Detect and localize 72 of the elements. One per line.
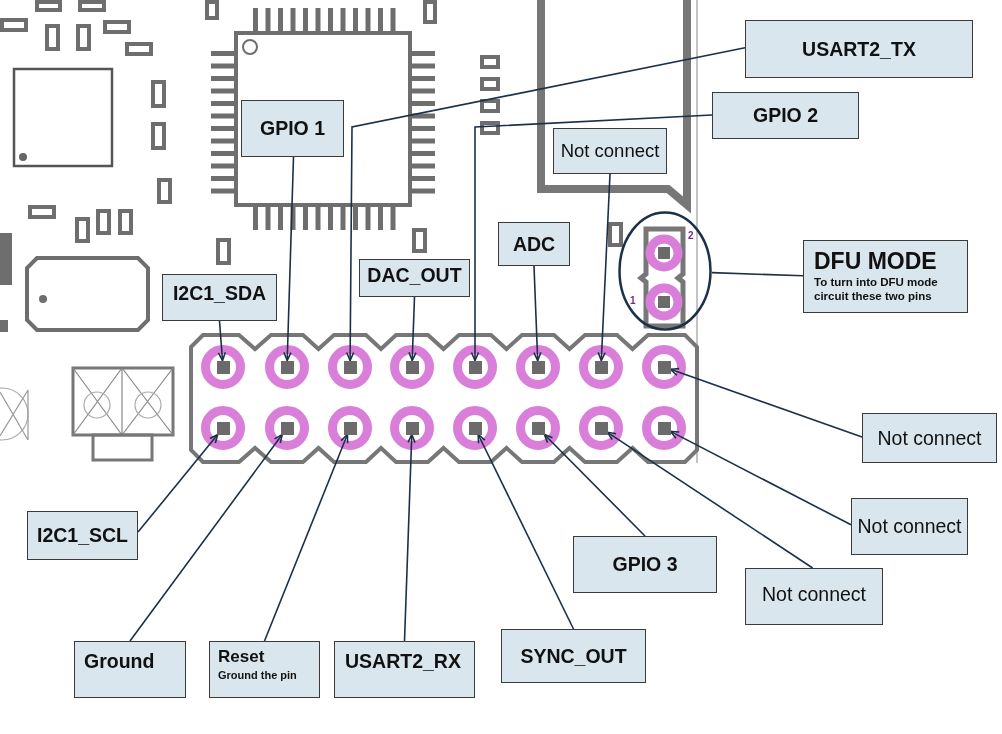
pin-number: 2 (688, 231, 694, 241)
header-pin (531, 360, 545, 374)
pin-label: USART2_TX (802, 37, 916, 61)
header-pin (468, 360, 482, 374)
header-pin (594, 360, 608, 374)
pin-label: I2C1_SDA (172, 282, 267, 305)
header-pin (216, 360, 230, 374)
leader-arrow (669, 367, 863, 438)
header-pin (405, 360, 419, 374)
pin-label: USART2_RX (345, 650, 461, 673)
note-text: Ground the pin (218, 668, 297, 682)
callout-box (27, 511, 138, 560)
leader-arrow (137, 433, 219, 533)
callout-box (862, 413, 997, 463)
leader-arrow (470, 114, 713, 362)
callout-box (573, 536, 717, 593)
callout-box (501, 629, 646, 683)
leader-arrow (543, 433, 646, 537)
pin-label: GPIO 3 (612, 553, 678, 576)
leader-arrow (477, 433, 575, 630)
callout-box (745, 568, 883, 625)
header-pin (216, 421, 230, 435)
header-pin (343, 360, 357, 374)
note-text: To turn into DFU mode circuit these two pins (814, 276, 939, 303)
callout-box (851, 498, 968, 555)
leader-arrow (597, 173, 611, 362)
pin-label: Not connect (877, 426, 982, 450)
callout-box (498, 222, 570, 266)
pin-label: Not connect (560, 140, 660, 162)
callout-box (359, 259, 470, 297)
callout-box (241, 100, 344, 157)
leader-arrow (403, 433, 416, 642)
mode-label: DFU MODE (814, 248, 937, 275)
callout-box (803, 240, 968, 313)
callout-box (334, 641, 475, 698)
callout-box (162, 274, 277, 321)
leader-arrow (606, 431, 814, 569)
pin-label: Not connect (761, 583, 867, 606)
leader-arrow (408, 296, 417, 362)
leader-arrow (283, 156, 295, 362)
pin-label: GPIO 1 (260, 117, 325, 140)
callout-box (209, 641, 320, 698)
leader-arrow (533, 265, 542, 362)
leader-arrow (345, 47, 746, 362)
callout-box (553, 128, 667, 174)
pin-label: Reset (218, 647, 265, 667)
pin-label: Ground (84, 650, 155, 673)
pin-label: ADC (512, 232, 556, 256)
highlight-ellipse (618, 211, 712, 331)
header-pin (657, 421, 671, 435)
leader-line (711, 271, 804, 277)
leader-arrow (217, 320, 227, 362)
header-pin (468, 421, 482, 435)
leader-arrow (129, 433, 283, 642)
header-pin (531, 421, 545, 435)
leader-arrow (263, 433, 349, 642)
pin-label: I2C1_SCL (36, 524, 128, 547)
pin-label: GPIO 2 (753, 104, 818, 127)
pin-label: DAC_OUT (367, 264, 462, 287)
header-pin (405, 421, 419, 435)
pin-label: Not connect (857, 515, 962, 538)
callout-box (712, 92, 859, 139)
pin-label: SYNC_OUT (520, 644, 627, 668)
header-pin (343, 421, 357, 435)
header-pin (280, 360, 294, 374)
pin-number: 1 (630, 296, 636, 306)
callout-box (74, 641, 186, 698)
header-pin (594, 421, 608, 435)
header-pin (280, 421, 294, 435)
leader-arrow (669, 430, 852, 526)
header-pin (657, 360, 671, 374)
callout-box (745, 20, 973, 78)
